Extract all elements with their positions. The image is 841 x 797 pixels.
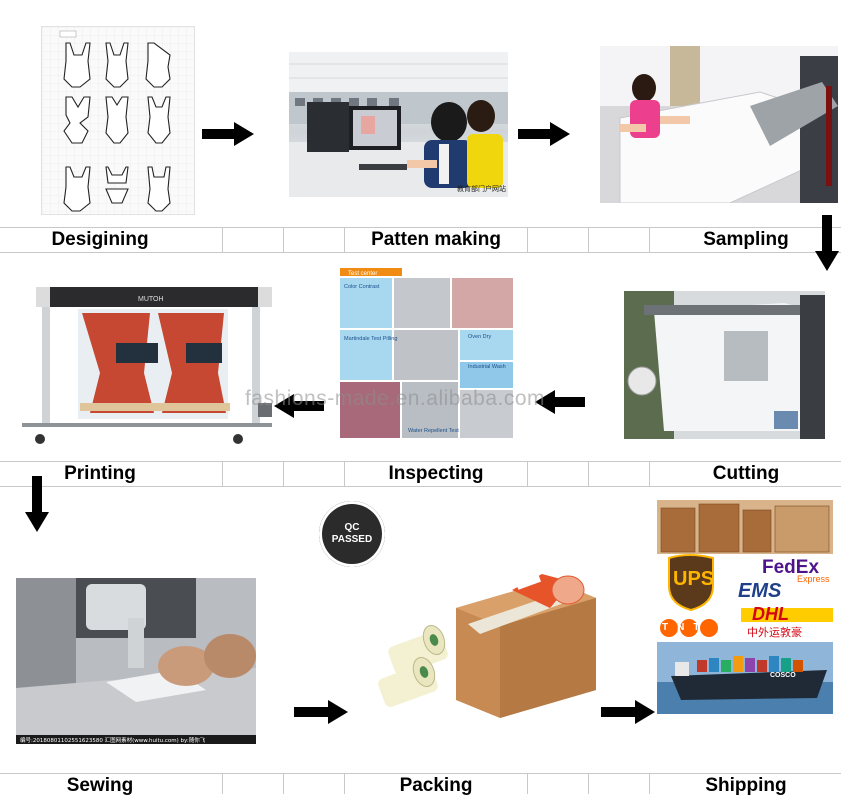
divider	[283, 773, 284, 794]
step-label-cutting: Cutting	[712, 463, 780, 484]
divider	[588, 773, 589, 794]
step-label-shipping: Shipping	[705, 775, 787, 796]
divider	[283, 227, 284, 252]
qc-badge-line2: PASSED	[331, 534, 373, 545]
divider	[222, 461, 223, 486]
step-label-sewing: Sewing	[66, 775, 134, 796]
cutting-photo	[624, 291, 825, 439]
sampling-photo	[600, 46, 838, 203]
row2-top-line	[0, 461, 841, 462]
dhl-cn-text: 中外运敦豪	[747, 626, 802, 639]
tnt-logo-text: TNT	[662, 622, 709, 633]
shipping-collage	[657, 500, 833, 714]
row1-top-line	[0, 227, 841, 228]
patten-making-photo: 教育部门户网站	[289, 52, 508, 197]
divider	[649, 773, 650, 794]
divider	[588, 461, 589, 486]
divider	[222, 227, 223, 252]
qc-passed-badge: QC PASSED	[319, 501, 385, 567]
inspecting-collage: Test center Color Contrast Martindale Te…	[340, 268, 513, 438]
printer-brand: MUTOH	[138, 296, 164, 303]
qc-badge-line1: QC	[344, 522, 360, 533]
step-label-packing: Packing	[399, 775, 473, 796]
fedex-logo-text: FedEx	[762, 557, 820, 578]
ems-logo-text: EMS	[738, 580, 782, 602]
divider	[527, 227, 528, 252]
step-label-inspecting: Inspecting	[388, 463, 484, 484]
arrow-down-icon	[815, 215, 839, 271]
designing-sketch-image	[41, 26, 195, 215]
arrow-right-icon	[601, 700, 655, 724]
arrow-left-icon	[274, 394, 324, 418]
divider	[527, 773, 528, 794]
divider	[344, 227, 345, 252]
divider	[344, 773, 345, 794]
watermark: fashions-made.en.alibaba.com	[245, 387, 546, 410]
inspect-tag: Industrial Wash	[468, 364, 506, 370]
inspect-header: Test center	[348, 271, 377, 277]
arrow-right-icon	[202, 122, 254, 146]
step-label-printing: Printing	[64, 463, 136, 484]
step-label-patten-making: Patten making	[371, 229, 501, 250]
arrow-right-icon	[518, 122, 570, 146]
arrow-down-icon	[25, 476, 49, 532]
inspect-tag: Martindale Test Pilling	[344, 336, 397, 342]
sewing-photo: 编号:20180801102551623580 汇图网素材(www.huitu.…	[16, 578, 256, 744]
ship-name-text: COSCO	[770, 672, 796, 679]
divider	[588, 227, 589, 252]
divider	[222, 773, 223, 794]
patten-caption: 教育部门户网站	[457, 184, 506, 193]
divider	[527, 461, 528, 486]
ups-logo-text: UPS	[673, 568, 715, 590]
divider	[283, 461, 284, 486]
inspect-tag: Oven Dry	[468, 334, 491, 340]
inspect-tag: Color Contrast	[344, 284, 380, 290]
fedex-express-text: Express	[797, 574, 830, 584]
divider	[649, 461, 650, 486]
arrow-right-icon	[294, 700, 348, 724]
printing-photo: MUTOH	[20, 283, 274, 446]
dhl-logo-text: DHL	[752, 604, 789, 624]
step-label-designing: Desigining	[51, 229, 149, 250]
sewing-caption: 编号:20180801102551623580 汇图网素材(www.huitu.…	[20, 736, 206, 744]
divider	[344, 461, 345, 486]
packing-photo	[372, 568, 596, 718]
row2-bottom-line	[0, 486, 841, 487]
row1-bottom-line	[0, 252, 841, 253]
divider	[649, 227, 650, 252]
step-label-sampling: Sampling	[703, 229, 789, 250]
inspect-tag: Water Repellent Test	[408, 428, 459, 434]
arrow-left-icon	[535, 390, 585, 414]
row3-top-line	[0, 773, 841, 774]
